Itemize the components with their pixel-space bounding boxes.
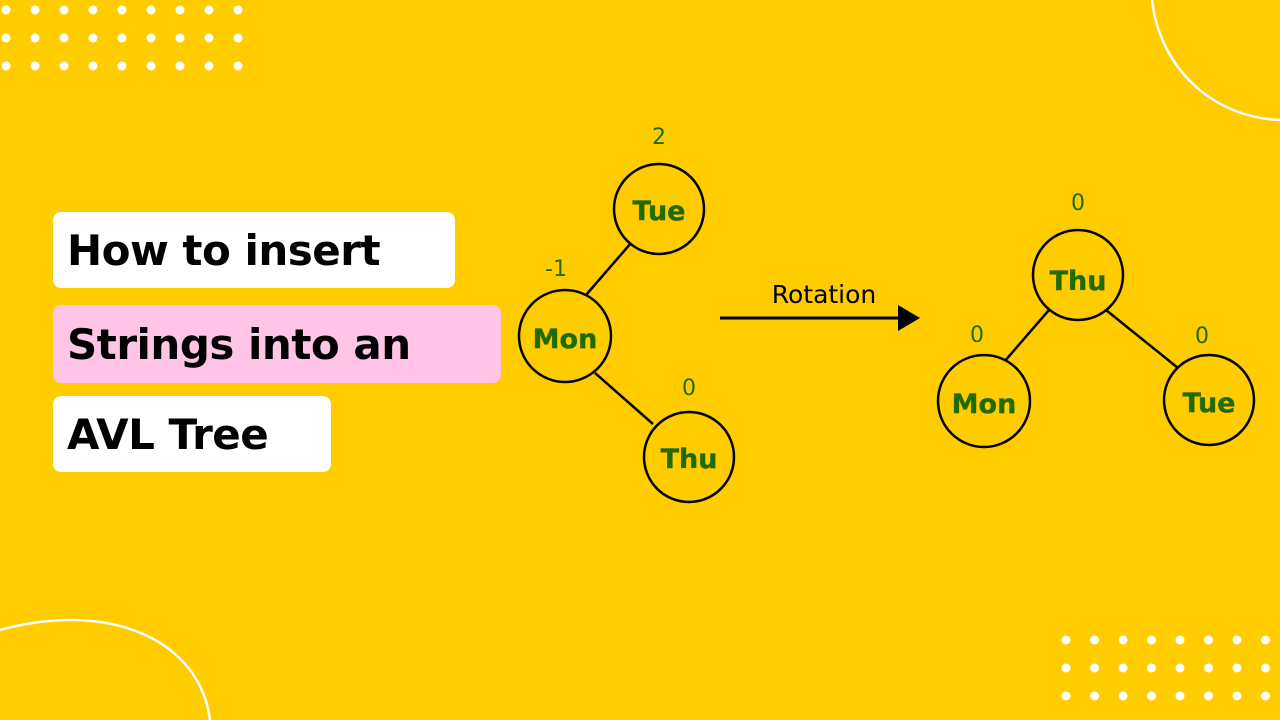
rotation-arrow: Rotation: [720, 280, 920, 331]
decorative-dot: [1147, 691, 1156, 701]
decorative-dot: [1, 33, 11, 43]
dot-grid-top-left: [1, 5, 243, 71]
decorative-dot: [59, 5, 69, 15]
after-node-mon: Mon 0: [936, 323, 1032, 449]
title-line-3-text: AVL Tree: [67, 409, 269, 459]
before-node-mon: Mon -1: [517, 257, 613, 384]
edge-before-tue-mon: [585, 242, 632, 296]
decorative-dot: [1261, 663, 1270, 673]
decorative-dot: [1204, 635, 1213, 645]
decorative-dot: [30, 33, 40, 43]
decorative-dot: [204, 5, 214, 15]
decorative-dot: [1261, 635, 1270, 645]
decorative-dot: [175, 33, 185, 43]
decorative-dot: [233, 61, 243, 71]
decorative-dot: [233, 5, 243, 15]
before-node-mon-label: Mon: [533, 324, 598, 355]
decorative-dot: [1, 5, 11, 15]
before-node-tue-label: Tue: [633, 196, 686, 227]
decorative-dot: [1147, 663, 1156, 673]
decorative-dot: [1061, 691, 1071, 701]
decorative-dot: [59, 61, 69, 71]
decorative-dot: [30, 5, 40, 15]
decorative-dot: [88, 5, 98, 15]
after-node-thu-balance: 0: [1071, 191, 1085, 216]
after-node-tue: Tue 0: [1162, 324, 1256, 447]
decorative-dot: [146, 5, 156, 15]
after-node-tue-balance: 0: [1195, 324, 1209, 349]
decorative-dot: [88, 33, 98, 43]
before-node-tue: Tue 2: [612, 125, 706, 256]
title-line-1: How to insert: [53, 212, 455, 288]
title-line-2-highlight: Strings into an: [53, 305, 501, 383]
decorative-dot: [1118, 663, 1128, 673]
decorative-dot: [117, 33, 127, 43]
after-node-thu: Thu 0: [1031, 191, 1125, 322]
decorative-dot: [1175, 691, 1185, 701]
decorative-dot: [204, 61, 214, 71]
rotation-label: Rotation: [772, 280, 877, 309]
decorative-dot: [1261, 691, 1270, 701]
decorative-dot: [1090, 635, 1099, 645]
decorative-dot: [59, 33, 69, 43]
decorative-dot: [88, 61, 98, 71]
edge-before-mon-thu: [594, 372, 654, 425]
title-line-2-text: Strings into an: [67, 319, 411, 369]
decorative-dot: [1204, 691, 1213, 701]
decorative-dot: [117, 61, 127, 71]
decorative-dot: [1, 61, 11, 71]
edge-after-thu-tue: [1105, 309, 1179, 369]
decorative-dot: [1175, 663, 1185, 673]
decorative-dot: [1147, 635, 1156, 645]
title-line-1-text: How to insert: [67, 225, 381, 275]
edge-after-thu-mon: [1003, 309, 1050, 363]
before-node-thu: Thu 0: [642, 376, 736, 504]
decorative-dot: [1232, 691, 1242, 701]
title-line-3: AVL Tree: [53, 396, 331, 472]
decorative-dot: [233, 33, 243, 43]
decorative-dot: [1118, 635, 1128, 645]
decorative-dot: [1090, 663, 1099, 673]
decorative-dot: [175, 61, 185, 71]
dot-grid-bottom-right: [1061, 635, 1270, 701]
after-node-tue-label: Tue: [1183, 388, 1236, 419]
decorative-dot: [1061, 635, 1071, 645]
before-node-thu-balance: 0: [682, 376, 696, 401]
decorative-dot: [1061, 663, 1071, 673]
decorative-dot: [146, 61, 156, 71]
decorative-dot: [175, 5, 185, 15]
decorative-dot: [204, 33, 214, 43]
after-node-mon-label: Mon: [952, 389, 1017, 420]
after-node-thu-label: Thu: [1050, 266, 1107, 297]
decorative-dot: [1204, 663, 1213, 673]
decorative-dot: [1232, 663, 1242, 673]
decorative-dot: [117, 5, 127, 15]
before-node-mon-balance: -1: [545, 257, 567, 282]
decorative-dot: [146, 33, 156, 43]
after-node-mon-balance: 0: [970, 323, 984, 348]
before-node-thu-label: Thu: [661, 444, 718, 475]
decorative-dot: [30, 61, 40, 71]
arc-top-right: [1150, 0, 1280, 122]
decorative-dot: [1232, 635, 1242, 645]
decorative-dot: [1118, 691, 1128, 701]
decorative-dot: [1175, 635, 1185, 645]
arc-bottom-left: [0, 618, 212, 720]
decorative-dot: [1090, 691, 1099, 701]
before-node-tue-balance: 2: [652, 125, 666, 150]
